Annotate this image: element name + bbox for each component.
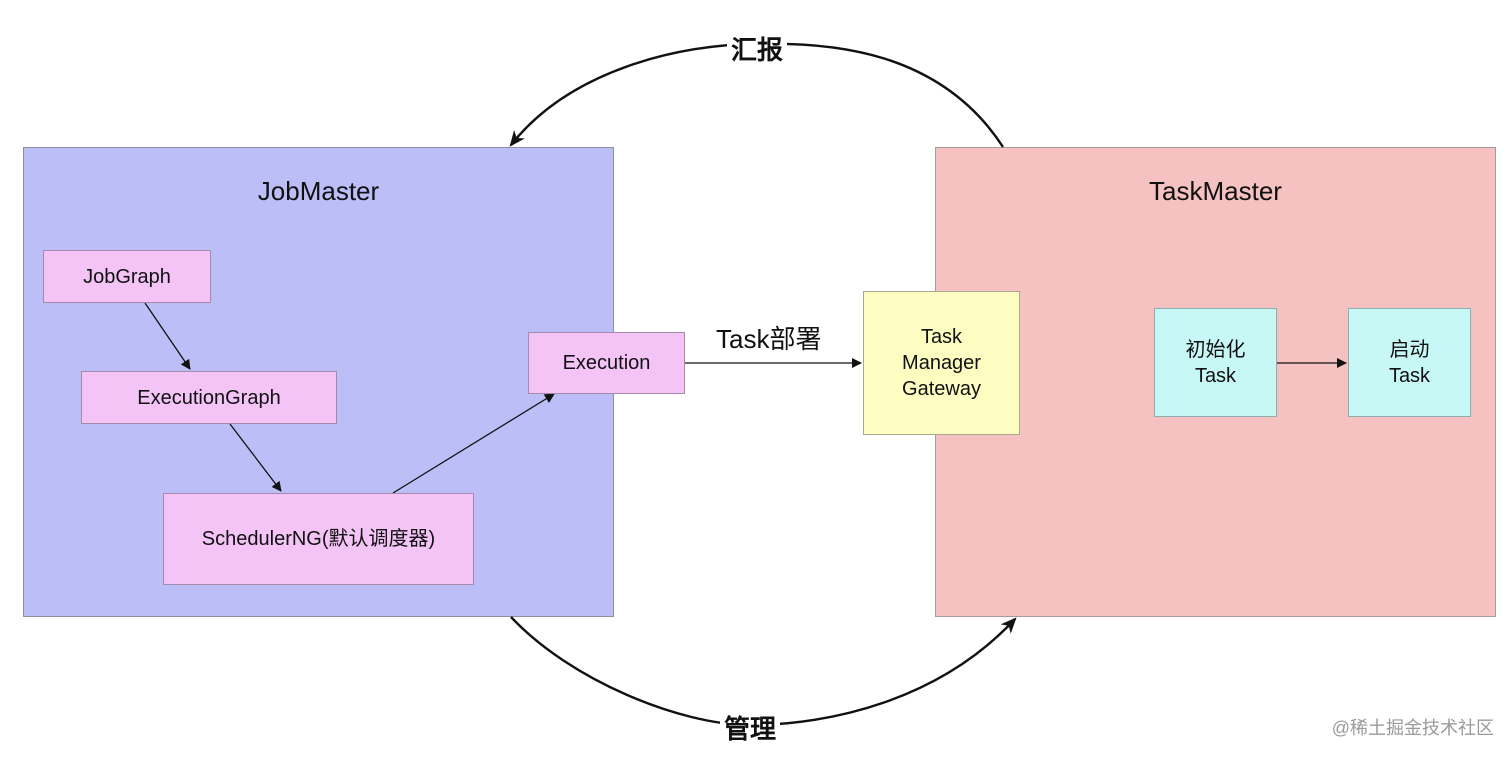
init-task-node: 初始化 Task (1154, 308, 1277, 417)
watermark: @稀土掘金技术社区 (1331, 718, 1494, 738)
manage-edge-label: 管理 (720, 709, 781, 746)
start-task-node: 启动 Task (1348, 308, 1471, 417)
scheduler-node: SchedulerNG(默认调度器) (163, 493, 474, 585)
execution-label: Execution (562, 352, 651, 374)
scheduler-label: SchedulerNG(默认调度器) (201, 528, 436, 550)
init-task-label: 初始化 Task (1185, 338, 1246, 387)
job-master-title: JobMaster (257, 176, 380, 206)
jobgraph-label: JobGraph (83, 265, 171, 288)
task-master-title: TaskMaster (1149, 176, 1282, 206)
execution-node: Execution (528, 332, 685, 394)
executiongraph-node: ExecutionGraph (81, 371, 337, 424)
deploy-edge-label: Task部署 (716, 324, 822, 354)
executiongraph-label: ExecutionGraph (137, 386, 281, 409)
arrow-scheduler-to-execution (392, 393, 555, 494)
jobgraph-node: JobGraph (43, 250, 211, 303)
task-manager-gateway-node: Task Manager Gateway (863, 291, 1020, 435)
task-manager-gateway-label: Task Manager Gateway (902, 326, 981, 400)
start-task-label: 启动 Task (1388, 338, 1431, 387)
report-edge-label: 汇报 (727, 30, 788, 67)
arrow-jobgraph-to-executiongraph (144, 302, 191, 370)
arrow-executiongraph-to-scheduler (229, 423, 282, 492)
